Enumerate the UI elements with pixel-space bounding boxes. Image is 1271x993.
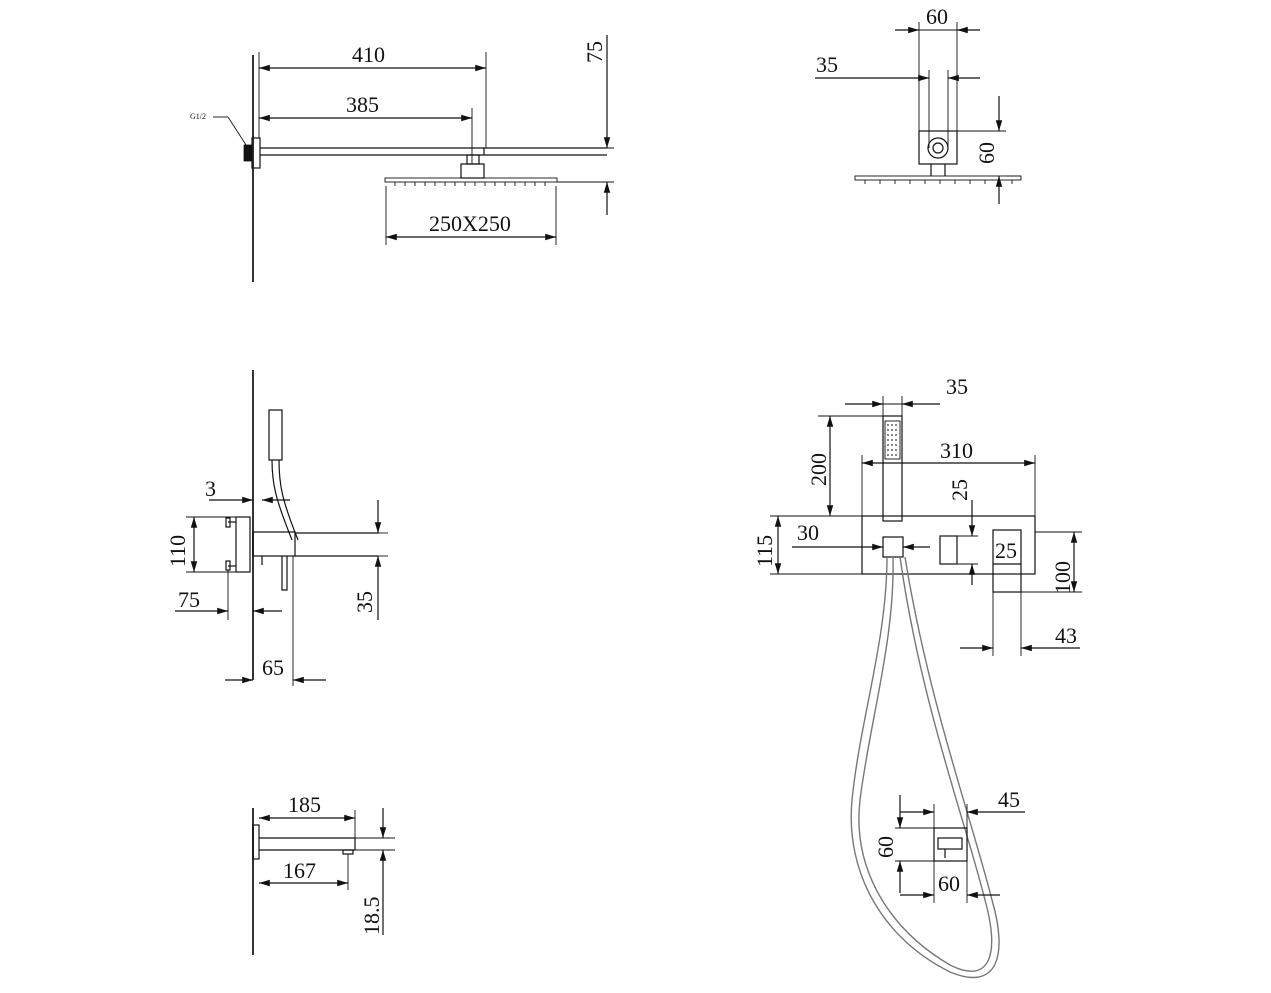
dim-115: 115	[752, 535, 777, 567]
dim-25-mid: 25	[995, 538, 1017, 563]
spout-front	[992, 529, 1022, 593]
overhead-shower-view: G1/2 410 385 75 250X250	[190, 35, 614, 282]
shower-nozzles	[394, 182, 546, 186]
dim-35-top: 35	[816, 52, 838, 77]
hose-connector	[882, 536, 904, 558]
shower-connector	[460, 163, 485, 179]
mixer-side-view: 3 110 75 35 65	[165, 370, 388, 686]
dim-60-top: 60	[926, 4, 948, 29]
dim-35-front: 35	[946, 374, 968, 399]
front-hand-shower	[882, 415, 903, 522]
dim-110: 110	[165, 535, 190, 567]
dim-100: 100	[1050, 561, 1075, 594]
spout-outlet	[342, 849, 354, 855]
dim-30: 30	[797, 520, 819, 545]
side-shower-head	[854, 175, 1022, 181]
mixer-body	[252, 531, 296, 557]
shower-hose	[858, 556, 993, 972]
dim-43: 43	[1055, 623, 1077, 648]
thread-label: G1/2	[190, 112, 206, 121]
dim-60-horiz: 60	[938, 871, 960, 896]
holder-block	[933, 827, 968, 862]
front-mixer-body	[861, 515, 1036, 575]
dim-250x250: 250X250	[429, 211, 511, 236]
dim-75: 75	[582, 41, 607, 63]
arm-flange	[251, 137, 261, 169]
dim-18-5: 18.5	[359, 897, 384, 936]
holder-view: 45 60 60	[873, 787, 1025, 903]
dim-60-vert: 60	[873, 836, 898, 858]
dim-45: 45	[998, 787, 1020, 812]
shower-head	[384, 177, 558, 183]
dim-75-mixer: 75	[178, 587, 200, 612]
dim-65: 65	[262, 655, 284, 680]
mixer-front-view: 35 200 310 25 30 115 25 100	[752, 374, 1082, 979]
dim-410: 410	[352, 42, 385, 67]
side-connector	[918, 130, 958, 165]
dim-185: 185	[288, 792, 321, 817]
hand-shower	[268, 409, 283, 461]
dim-167: 167	[283, 858, 316, 883]
overhead-side-view: 60 35 60	[815, 4, 1022, 204]
dim-60-right: 60	[974, 142, 999, 164]
dim-3: 3	[205, 476, 216, 501]
dim-200: 200	[806, 453, 831, 486]
dim-385: 385	[346, 92, 379, 117]
dim-35-mixer: 35	[352, 591, 377, 613]
dim-25-top: 25	[947, 479, 972, 501]
spout-side-view: 185 167 18.5	[252, 792, 395, 955]
dim-310: 310	[940, 438, 973, 463]
mixer-lever	[939, 535, 958, 565]
